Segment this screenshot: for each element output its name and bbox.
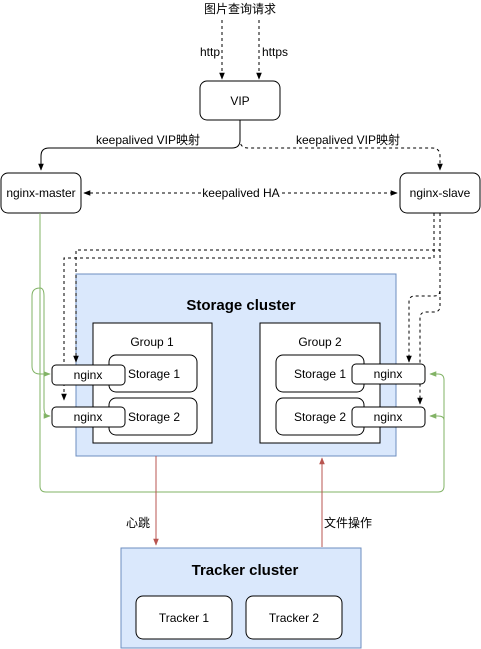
http-label: http bbox=[200, 45, 220, 59]
nginx-slave-label: nginx-slave bbox=[410, 186, 471, 200]
file-ops-label: 文件操作 bbox=[324, 515, 372, 530]
nginx-left-2-label: nginx bbox=[74, 410, 103, 424]
group1-title: Group 1 bbox=[130, 335, 174, 349]
keepalived-left-label: keepalived VIP映射 bbox=[96, 132, 200, 147]
master-to-left-nginx2 bbox=[39, 287, 51, 419]
nginx-right-1-box[interactable] bbox=[351, 363, 426, 385]
keepalived-right-label: keepalived VIP映射 bbox=[296, 132, 400, 147]
group2-storage1-label: Storage 1 bbox=[294, 367, 346, 381]
group2-storage2-label: Storage 2 bbox=[294, 410, 346, 424]
tracker1-box[interactable] bbox=[135, 595, 233, 640]
nginx-left-2-box[interactable] bbox=[51, 406, 126, 428]
vip-to-master-edge bbox=[38, 120, 241, 171]
slave-to-left-nginx2 bbox=[61, 213, 435, 401]
nginx-master-box[interactable] bbox=[0, 172, 82, 214]
master-to-left-nginx1 bbox=[31, 213, 51, 377]
vip-label: VIP bbox=[230, 94, 249, 108]
storage-cluster-title: Storage cluster bbox=[186, 297, 295, 314]
slave-to-right-nginx1 bbox=[406, 213, 441, 363]
group1-storage2-label: Storage 2 bbox=[128, 410, 180, 424]
request-label: 图片查询请求 bbox=[204, 2, 276, 16]
tracker1-label: Tracker 1 bbox=[159, 611, 210, 625]
master-to-right-nginx bbox=[39, 288, 445, 493]
keepalived-ha-label: keepalived HA bbox=[202, 186, 279, 200]
nginx-master-label: nginx-master bbox=[6, 186, 75, 200]
nginx-right-2-label: nginx bbox=[374, 410, 403, 424]
group1-storage1-label: Storage 1 bbox=[128, 367, 180, 381]
tracker2-label: Tracker 2 bbox=[269, 611, 320, 625]
group2-title: Group 2 bbox=[298, 335, 342, 349]
nginx-left-1-box[interactable] bbox=[51, 364, 126, 386]
nginx-right-1-label: nginx bbox=[374, 367, 403, 381]
nginx-right-2-box[interactable] bbox=[351, 406, 426, 428]
master-to-right-nginx2 bbox=[429, 413, 445, 421]
heartbeat-label: 心跳 bbox=[126, 516, 150, 530]
tracker2-box[interactable] bbox=[245, 595, 343, 640]
nginx-left-1-label: nginx bbox=[74, 368, 103, 382]
tracker-cluster-title: Tracker cluster bbox=[192, 562, 299, 579]
https-label: https bbox=[262, 45, 288, 59]
